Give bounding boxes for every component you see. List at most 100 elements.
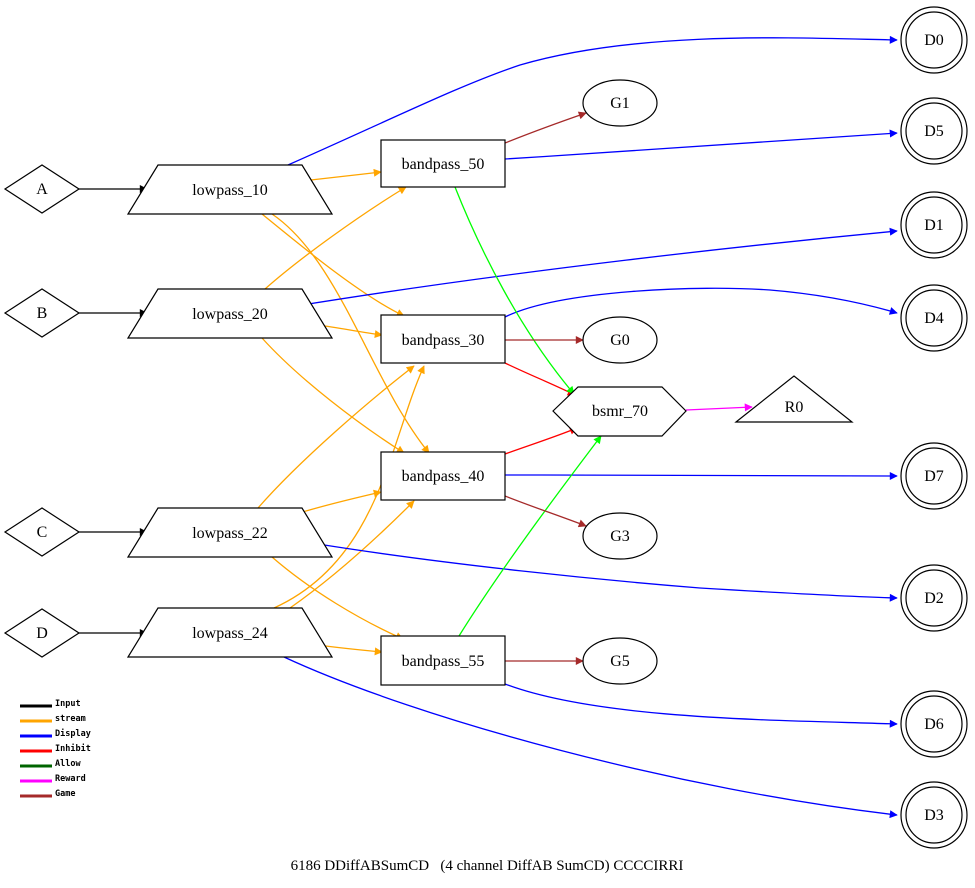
node-G0: G0 xyxy=(582,316,658,364)
legend-label: Inhibit xyxy=(55,743,91,754)
legend-label: Allow xyxy=(55,759,81,769)
ellipse-shape xyxy=(582,79,658,127)
node-D3: D3 xyxy=(900,781,968,849)
legend-item-stream: stream xyxy=(20,714,86,724)
edge-bandpass_50-bsmr_70 xyxy=(454,186,575,395)
node-D2: D2 xyxy=(900,564,968,632)
node-label: G3 xyxy=(610,528,630,545)
node-B: B xyxy=(3,288,81,338)
legend-item-allow: Allow xyxy=(20,759,81,769)
node-R0: R0 xyxy=(734,375,854,423)
node-label: G0 xyxy=(610,332,630,349)
node-D7: D7 xyxy=(900,442,968,510)
node-label: D1 xyxy=(924,217,944,234)
node-label: D6 xyxy=(924,716,944,733)
node-label: D7 xyxy=(924,468,944,485)
box-shape xyxy=(380,314,506,364)
edge-lowpass_22-bandpass_55 xyxy=(271,556,404,640)
edge-lowpass_24-bandpass_40 xyxy=(289,500,415,609)
edge-lowpass_24-D3 xyxy=(283,656,898,819)
edge-bandpass_30-D4 xyxy=(504,287,898,318)
legend-item-game: Game xyxy=(20,789,75,799)
trapezoid-shape xyxy=(126,164,334,215)
edge-lowpass_22-bandpass_30 xyxy=(257,365,415,509)
edge-lowpass_20-D1 xyxy=(301,227,898,306)
trapezoid-shape xyxy=(126,507,334,558)
diamond-shape xyxy=(3,608,81,658)
node-G5: G5 xyxy=(582,637,658,685)
node-lowpass_24: lowpass_24 xyxy=(126,607,334,658)
node-label: bsmr_70 xyxy=(592,403,648,420)
node-lowpass_20: lowpass_20 xyxy=(126,288,334,339)
edge-bandpass_30-bsmr_70 xyxy=(504,362,576,396)
node-lowpass_22: lowpass_22 xyxy=(126,507,334,558)
node-label: A xyxy=(36,181,48,198)
trapezoid-shape xyxy=(126,288,334,339)
box-shape xyxy=(380,451,506,501)
node-label: D4 xyxy=(924,310,944,327)
edge-lowpass_10-D0 xyxy=(287,35,898,166)
node-label: D0 xyxy=(924,32,944,49)
box-shape xyxy=(380,635,506,686)
node-bandpass_40: bandpass_40 xyxy=(380,451,506,501)
edge-bandpass_50-G1 xyxy=(504,111,587,144)
node-bsmr_70: bsmr_70 xyxy=(552,386,687,437)
node-label: D3 xyxy=(924,807,944,824)
node-label: bandpass_50 xyxy=(402,156,485,173)
diamond-shape xyxy=(3,288,81,338)
ellipse-shape xyxy=(582,637,658,685)
edge-bsmr_70-R0 xyxy=(685,403,753,412)
ellipse-shape xyxy=(582,316,658,364)
edge-lowpass_10-bandpass_40 xyxy=(271,213,430,454)
inner-circle xyxy=(905,11,963,69)
node-label: G1 xyxy=(610,95,630,112)
diamond-shape xyxy=(3,507,81,557)
node-label: R0 xyxy=(785,399,804,416)
inner-circle xyxy=(905,569,963,627)
trapezoid-shape xyxy=(126,607,334,658)
legend: Input stream Display Inhibit Allow Rewar… xyxy=(20,699,91,799)
inner-circle xyxy=(905,289,963,347)
edge-lowpass_22-bandpass_40 xyxy=(295,489,382,515)
node-A: A xyxy=(3,164,81,214)
legend-label: Game xyxy=(55,789,75,799)
box-shape xyxy=(380,139,506,188)
legend-label: Display xyxy=(55,728,91,739)
legend-item-display: Display xyxy=(20,728,91,739)
node-label: lowpass_22 xyxy=(192,525,268,542)
inner-circle xyxy=(905,102,963,160)
legend-label: Reward xyxy=(55,774,86,784)
edge-lowpass_10-bandpass_50 xyxy=(301,168,382,182)
ellipse-shape xyxy=(582,512,658,560)
legend-item-inhibit: Inhibit xyxy=(20,743,91,754)
node-label: C xyxy=(37,524,48,541)
node-D: D xyxy=(3,608,81,658)
edge-bandpass_40-G3 xyxy=(504,495,587,528)
node-label: bandpass_40 xyxy=(402,468,485,485)
diamond-shape xyxy=(3,164,81,214)
node-D4: D4 xyxy=(900,284,968,352)
node-label: D xyxy=(36,625,48,642)
edge-lowpass_24-bandpass_30 xyxy=(273,365,425,609)
edge-bandpass_55-D6 xyxy=(504,683,898,728)
nodes: A B C D lowpass_10 lowpass_20 lowpass_22 xyxy=(3,6,968,849)
node-label: lowpass_20 xyxy=(192,306,268,323)
edge-bandpass_40-D7 xyxy=(504,471,898,480)
legend-item-reward: Reward xyxy=(20,774,86,784)
node-D1: D1 xyxy=(900,191,968,259)
legend-label: stream xyxy=(55,714,86,724)
inner-circle xyxy=(905,695,963,753)
legend-label: Input xyxy=(55,699,81,709)
node-G1: G1 xyxy=(582,79,658,127)
edge-lowpass_10-bandpass_30 xyxy=(261,213,405,317)
edge-lowpass_20-bandpass_50 xyxy=(264,186,407,290)
node-lowpass_10: lowpass_10 xyxy=(126,164,334,215)
triangle-shape xyxy=(734,375,854,423)
edge-lowpass_22-D2 xyxy=(317,543,898,602)
edge-bandpass_55-bsmr_70 xyxy=(458,435,602,637)
node-bandpass_55: bandpass_55 xyxy=(380,635,506,686)
node-label: G5 xyxy=(610,653,630,670)
node-label: bandpass_30 xyxy=(402,332,485,349)
node-D0: D0 xyxy=(900,6,968,74)
